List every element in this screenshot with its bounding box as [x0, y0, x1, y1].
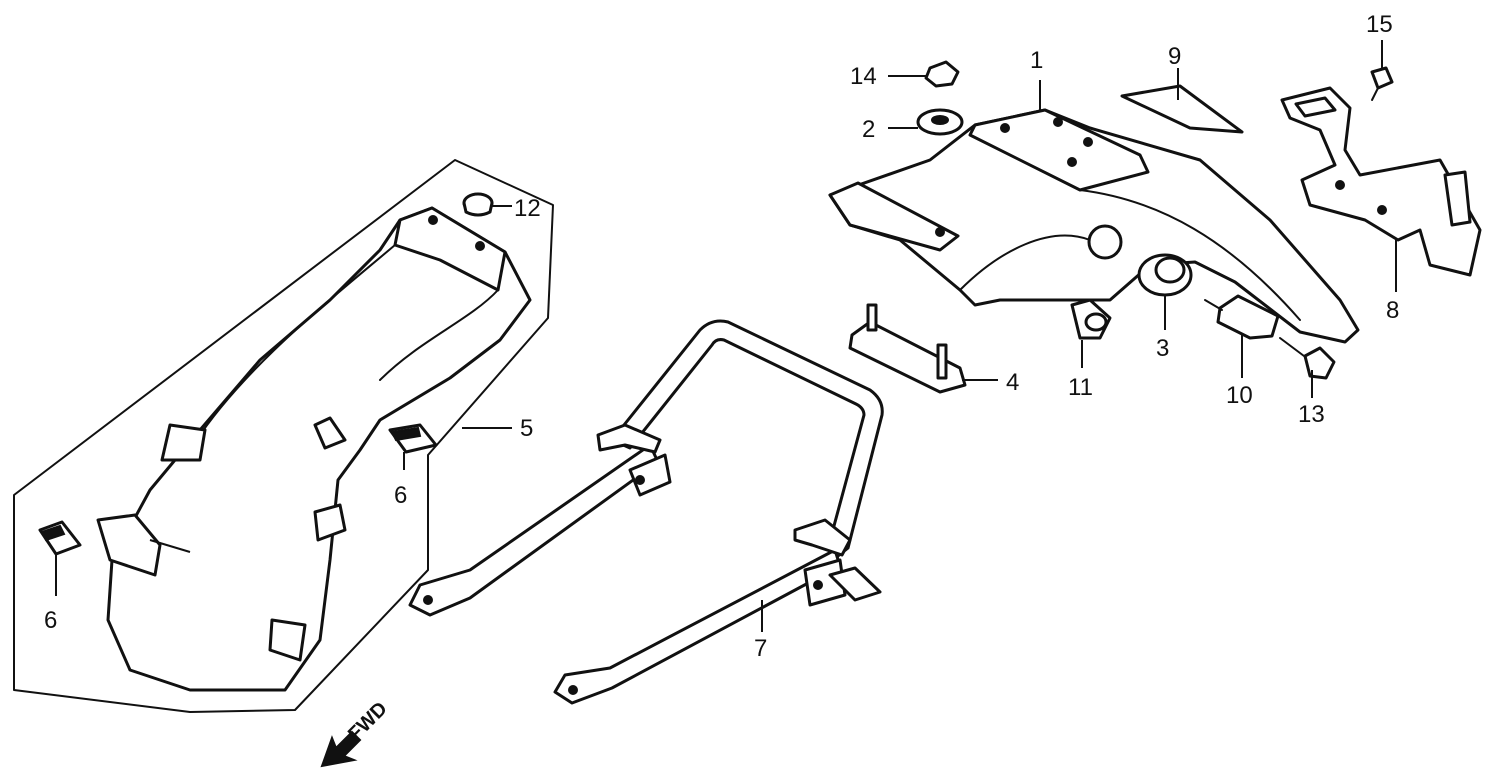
grab-rail-lower-bracket	[793, 518, 852, 557]
callout-12: 12	[514, 195, 541, 222]
inner-fender	[106, 206, 532, 692]
screw-icon	[1370, 66, 1394, 90]
grab-rail-tab	[828, 566, 882, 602]
fender-clip-left-lower	[96, 513, 162, 577]
bolt-head-icon	[1303, 346, 1336, 380]
part-10-collar	[1204, 294, 1280, 378]
grab-rail-upper-bracket	[596, 423, 662, 454]
fender-clip-small	[313, 416, 347, 450]
part-12-cap-nut	[462, 192, 512, 217]
sticker-icon	[1120, 84, 1244, 134]
part-3-cushion	[1137, 253, 1193, 330]
part-14-nut	[888, 60, 960, 88]
rear-fender-side-contour	[959, 189, 1301, 321]
part-1-rear-fender	[828, 80, 1360, 344]
callout-14: 14	[850, 63, 877, 90]
callout-9: 9	[1168, 43, 1181, 70]
callout-13: 13	[1298, 401, 1325, 428]
part-13-bolt	[1279, 337, 1336, 398]
callout-3: 3	[1156, 335, 1169, 362]
collar-icon	[1216, 294, 1280, 340]
inner-fender-hole-b	[475, 241, 485, 251]
callout-11: 11	[1068, 374, 1093, 401]
nut-icon	[924, 60, 960, 88]
callout-1: 1	[1030, 47, 1043, 74]
part-11-clip-nut	[1070, 298, 1112, 368]
part-4-stud-plate	[848, 303, 998, 394]
callout-10: 10	[1226, 382, 1253, 409]
rear-fender-grommet-hole	[1087, 224, 1123, 260]
part-6-clip-b	[38, 520, 82, 596]
part-6-clip-a	[388, 423, 438, 470]
rear-fender-front-flange	[828, 181, 960, 252]
rear-fender-top-plate	[968, 108, 1150, 192]
part-2-grommet	[888, 108, 964, 136]
callout-4: 4	[1006, 369, 1019, 396]
leader-inner-body	[149, 539, 191, 553]
bracket-icon	[1280, 86, 1482, 277]
callout-6a: 6	[394, 482, 407, 509]
callout-7: 7	[754, 635, 767, 662]
callout-8: 8	[1386, 297, 1399, 324]
part-7-grab-rail	[408, 319, 884, 705]
inner-fender-hole-a	[428, 215, 438, 225]
part-9-sticker	[1120, 68, 1244, 134]
callout-6b: 6	[44, 607, 57, 634]
inner-fender-contour	[189, 244, 499, 451]
group-outline-5	[13, 159, 554, 713]
fwd-indicator: FWD	[320, 698, 392, 768]
part-8-bracket	[1280, 86, 1482, 292]
grab-rail-upper-arm	[408, 443, 660, 617]
part-15-screw	[1370, 40, 1394, 101]
arrow-down-left-icon	[320, 730, 362, 768]
fender-clip-left-upper	[160, 423, 207, 462]
fender-clip-right-lower	[268, 618, 307, 662]
stud-plate-icon	[848, 320, 967, 394]
callout-5: 5	[520, 415, 533, 442]
callout-15: 15	[1366, 11, 1393, 38]
fwd-label: FWD	[344, 698, 392, 746]
fender-clip-right-upper	[313, 503, 347, 542]
inner-fender-group	[13, 159, 554, 713]
grab-rail-lower-arm	[553, 548, 842, 705]
callout-2: 2	[862, 116, 875, 143]
